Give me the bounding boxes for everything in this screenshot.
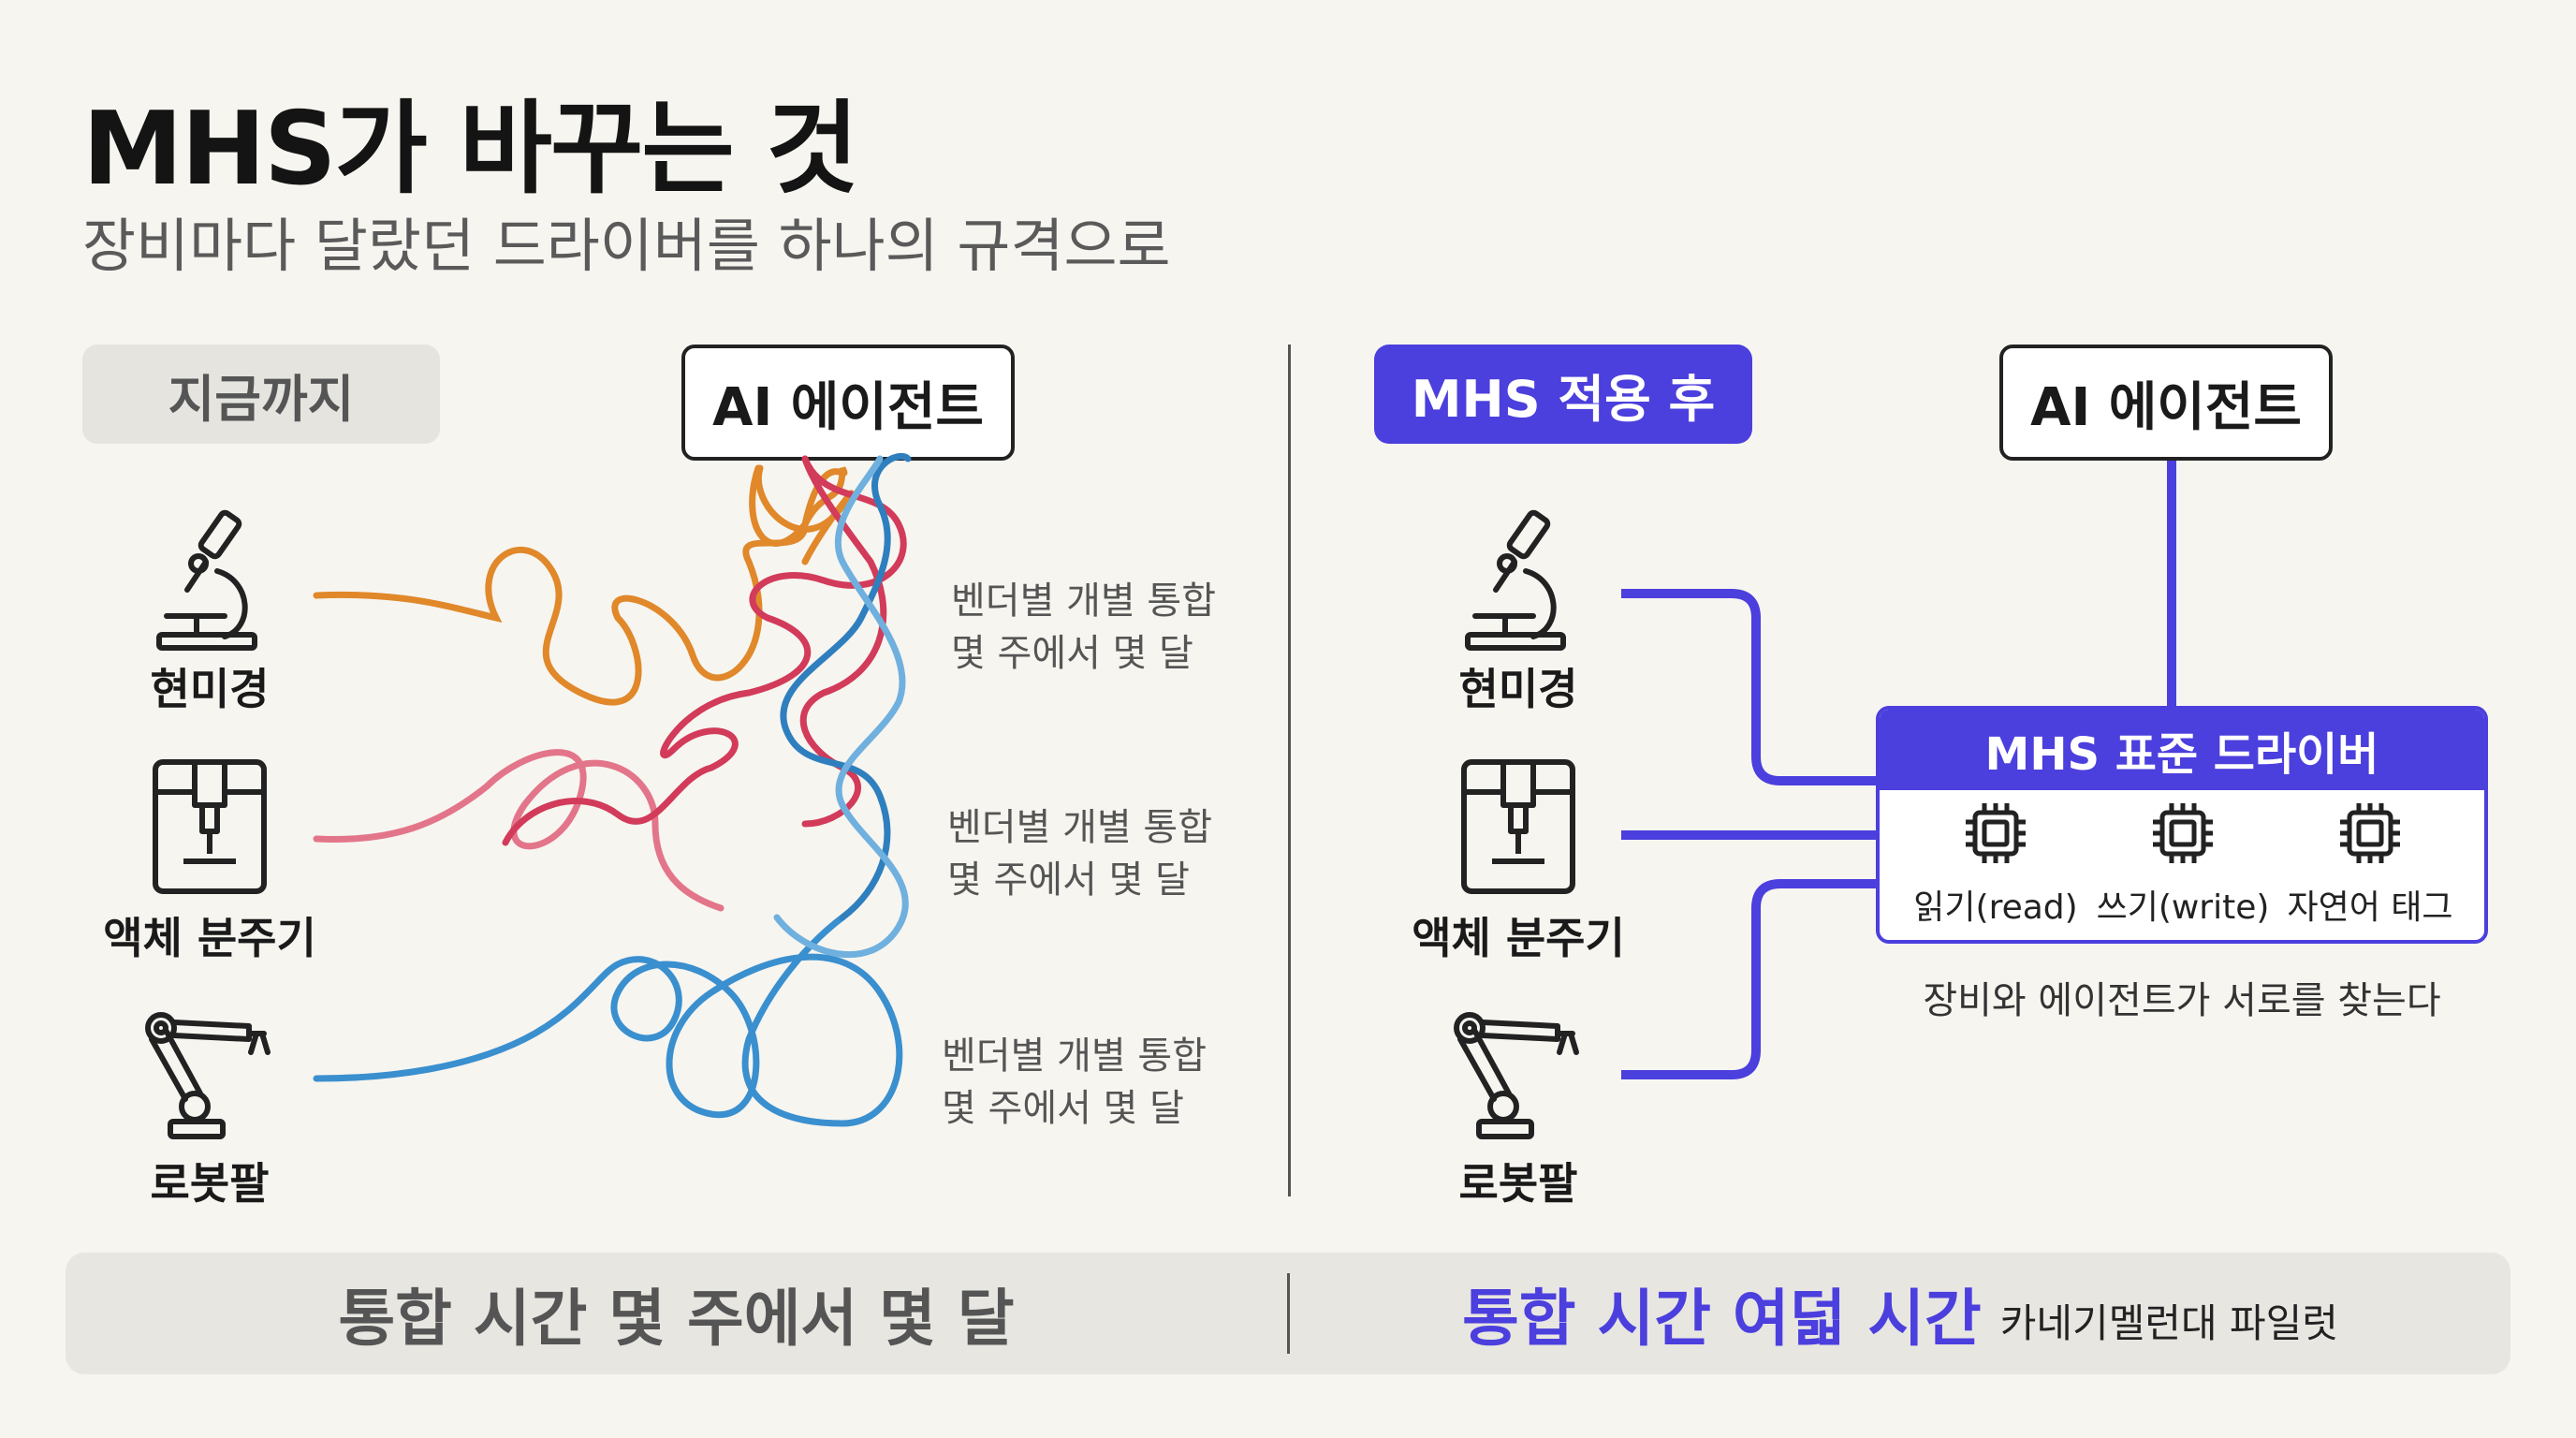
note-line: 벤더별 개별 통합 — [947, 806, 1213, 849]
integration-note-1: 벤더별 개별 통합 몇 주에서 몇 달 — [951, 575, 1216, 680]
section-divider — [1288, 345, 1291, 1196]
mhs-driver-title: MHS 표준 드라이버 — [1880, 710, 2484, 790]
integration-note-3: 벤더별 개별 통합 몇 주에서 몇 달 — [942, 1030, 1207, 1135]
driver-caption: 장비와 에이전트가 서로를 찾는다 — [1923, 979, 2441, 1022]
ai-agent-box-before: AI 에이전트 — [681, 345, 1015, 461]
dispenser-wire — [313, 749, 724, 912]
chip-icon — [2340, 803, 2400, 863]
function-write: 쓰기(write) — [2089, 800, 2276, 929]
robot-arm-icon — [145, 1012, 271, 1139]
note-line: 몇 주에서 몇 달 — [942, 1087, 1184, 1130]
robot-arm-icon — [1454, 1012, 1579, 1139]
device-label-dispenser-after: 액체 분주기 — [1412, 913, 1625, 963]
after-section-label: MHS 적용 후 — [1374, 345, 1752, 444]
microscope-wire-2 — [755, 464, 855, 565]
summary-after-main: 통합 시간 여덟 시간 — [1462, 1283, 1982, 1355]
device-label-arm-after: 로봇팔 — [1458, 1158, 1578, 1209]
microscope-icon — [156, 509, 257, 651]
microscope-icon — [1465, 509, 1566, 651]
arm-wire-2 — [780, 452, 912, 921]
function-read: 읽기(read) — [1902, 800, 2089, 929]
before-section-label: 지금까지 — [82, 345, 440, 444]
function-natural-language-tag: 자연어 태그 — [2276, 800, 2464, 929]
dispenser-wire-2 — [502, 455, 907, 846]
function-label: 자연어 태그 — [2287, 888, 2453, 927]
page-subtitle: 장비마다 달랐던 드라이버를 하나의 규격으로 — [82, 212, 1171, 280]
summary-after-source: 카네기멜런대 파일럿 — [1999, 1299, 2338, 1346]
summary-before: 통합 시간 몇 주에서 몇 달 — [338, 1283, 1015, 1355]
mhs-standard-driver: MHS 표준 드라이버 읽기(read) 쓰기(write) — [1876, 706, 2488, 944]
device-label-microscope-after: 현미경 — [1458, 664, 1578, 714]
arm-wire — [313, 914, 903, 1127]
page-title: MHS가 바꾸는 것 — [82, 91, 859, 208]
liquid-dispenser-icon — [1461, 759, 1575, 894]
device-label-dispenser-before: 액체 분주기 — [103, 913, 316, 963]
note-line: 몇 주에서 몇 달 — [951, 632, 1193, 675]
device-label-microscope-before: 현미경 — [150, 664, 270, 714]
microscope-wire — [313, 464, 848, 706]
arm-wire-3 — [773, 455, 909, 959]
dispenser-wire-3 — [799, 455, 887, 828]
chip-icon — [2153, 803, 2213, 863]
summary-after: 통합 시간 여덟 시간 카네기멜런대 파일럿 — [1290, 1253, 2510, 1374]
note-line: 벤더별 개별 통합 — [942, 1034, 1208, 1078]
chip-icon — [1966, 803, 2026, 863]
note-line: 벤더별 개별 통합 — [951, 580, 1217, 623]
note-line: 몇 주에서 몇 달 — [947, 858, 1190, 902]
summary-divider — [1287, 1273, 1290, 1354]
integration-note-2: 벤더별 개별 통합 몇 주에서 몇 달 — [947, 801, 1212, 906]
function-label: 읽기(read) — [1913, 888, 2078, 927]
device-label-arm-before: 로봇팔 — [150, 1158, 270, 1209]
liquid-dispenser-icon — [153, 759, 267, 894]
ai-agent-box-after: AI 에이전트 — [1999, 345, 2333, 461]
function-label: 쓰기(write) — [2096, 888, 2270, 927]
